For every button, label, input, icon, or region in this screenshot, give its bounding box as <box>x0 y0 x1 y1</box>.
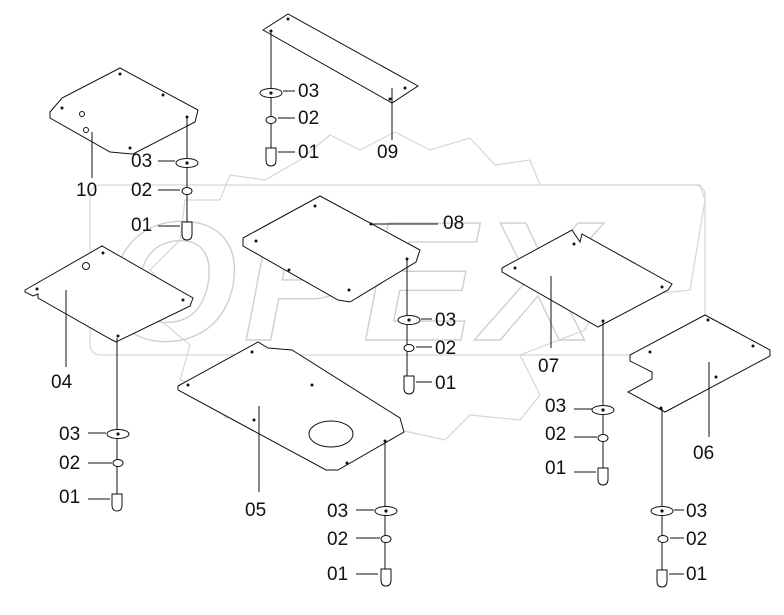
lock-washer-02 <box>657 535 669 543</box>
lock-washer-02 <box>597 434 609 442</box>
label-part-04: 04 <box>51 372 73 393</box>
fastener-stack-07 <box>574 321 615 486</box>
bolt-01 <box>181 221 193 241</box>
label-03: 03 <box>327 501 348 522</box>
fastener-stack-09 <box>259 31 295 167</box>
lock-washer-02 <box>112 459 124 467</box>
plate-05 <box>177 341 405 492</box>
label-03: 03 <box>435 310 456 331</box>
bolt-01 <box>597 467 609 486</box>
bolt-01 <box>111 493 123 512</box>
lock-washer-02 <box>181 187 193 195</box>
fastener-stack-05 <box>356 441 398 587</box>
label-part-06: 06 <box>693 443 714 464</box>
fastener-stack-08 <box>397 259 432 395</box>
plate-08 <box>242 195 438 303</box>
label-part-07: 07 <box>538 356 559 377</box>
label-part-10: 10 <box>76 180 97 201</box>
label-02: 02 <box>59 453 80 474</box>
label-02: 02 <box>435 338 456 359</box>
bolt-01 <box>403 375 415 395</box>
label-02: 02 <box>545 424 566 445</box>
plate-04 <box>24 245 194 367</box>
lock-washer-02 <box>403 344 415 352</box>
label-03: 03 <box>59 424 80 445</box>
bolt-01 <box>380 568 392 587</box>
label-01: 01 <box>545 458 566 479</box>
label-01: 01 <box>298 142 319 163</box>
label-03: 03 <box>131 151 152 172</box>
label-part-05: 05 <box>245 500 266 521</box>
bolt-01 <box>265 147 277 167</box>
label-02: 02 <box>131 180 152 201</box>
label-02: 02 <box>327 529 348 550</box>
fastener-stack-04 <box>88 338 130 512</box>
plate-09 <box>262 13 419 140</box>
label-part-08: 08 <box>443 213 464 234</box>
label-01: 01 <box>686 564 707 585</box>
plate-06 <box>626 314 771 437</box>
plate-07 <box>501 229 673 348</box>
fastener-stack-10 <box>158 117 199 241</box>
fastener-stack-06 <box>650 408 684 588</box>
label-01: 01 <box>59 487 80 508</box>
label-02: 02 <box>298 108 319 129</box>
label-part-09: 09 <box>377 142 398 163</box>
label-01: 01 <box>435 373 456 394</box>
label-03: 03 <box>545 396 566 417</box>
bolt-01 <box>656 569 668 588</box>
lock-washer-02 <box>380 535 392 543</box>
label-03: 03 <box>298 81 319 102</box>
label-02: 02 <box>686 529 707 550</box>
label-01: 01 <box>327 564 348 585</box>
watermark-gear-outline <box>149 131 706 451</box>
plate-10 <box>49 67 199 178</box>
lock-washer-02 <box>265 116 277 124</box>
label-01: 01 <box>131 215 152 236</box>
label-03: 03 <box>686 501 707 522</box>
